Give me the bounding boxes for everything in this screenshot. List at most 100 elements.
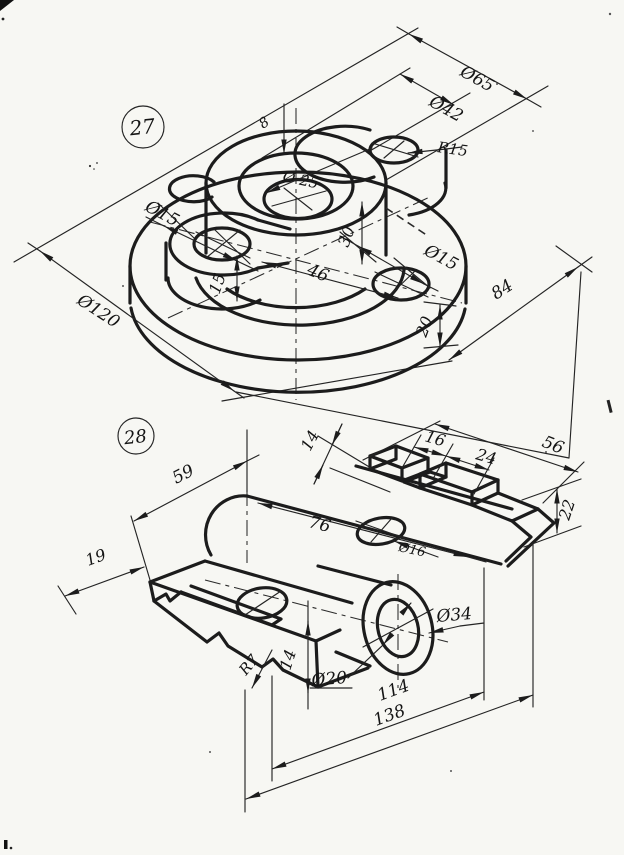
ext-line-d65-right <box>385 85 549 181</box>
cylinder-bore-ellipse <box>375 597 421 659</box>
rail-slot-floor <box>402 470 448 490</box>
speck <box>9 846 13 850</box>
part-27-number: 27 <box>127 114 156 141</box>
speck <box>1 17 5 21</box>
right-face-edges <box>504 507 556 568</box>
dim-59-overshoot <box>246 454 260 462</box>
leader-r7 <box>251 649 273 689</box>
rail-block1-sides <box>368 444 430 483</box>
dim-d120-overshoot <box>27 242 245 399</box>
rail-right-step <box>470 478 540 523</box>
leader-d25 <box>265 147 373 194</box>
plate-right-edges <box>314 628 370 689</box>
dim-line-d15r <box>357 245 425 285</box>
speck <box>88 164 92 168</box>
speck <box>96 162 98 164</box>
plate-front-bevel <box>148 580 320 689</box>
dim-line-d120 <box>39 250 235 392</box>
dim-label-114: 114 <box>375 676 412 706</box>
dim-84-overshoot <box>577 256 593 268</box>
bottom-mark <box>4 840 8 849</box>
leader-r15-tail <box>445 146 463 150</box>
dim-line-d65 <box>408 33 528 100</box>
dim-label-d120: Ø120 <box>72 290 123 333</box>
dim-label-8: 8 <box>256 114 273 132</box>
dim-label-84: 84 <box>488 276 517 305</box>
dim-line-59 <box>133 460 248 522</box>
dim-label-d34: Ø34 <box>435 604 473 627</box>
speck <box>496 83 498 85</box>
dim-line-d42 <box>399 73 455 106</box>
rib-arc <box>203 494 249 557</box>
part-28-balloon-circle <box>117 417 155 455</box>
right-lug-hole-cross <box>371 140 419 159</box>
ext-line-84-top <box>555 245 593 273</box>
dim-label-24: 24 <box>473 444 499 468</box>
leader-r15 <box>407 148 447 155</box>
dim-label-59: 59 <box>169 461 198 489</box>
dim-label-19: 19 <box>83 545 109 570</box>
dim-14a-arrow1 <box>331 423 343 446</box>
dim-d15l-overshoot <box>145 216 259 272</box>
dim-d20-arrow1 <box>382 632 395 646</box>
dim-label-30: 30 <box>334 224 359 250</box>
dim-label-d65: Ø65 <box>456 61 498 96</box>
cylinder-face-diagonal <box>362 608 434 648</box>
plate-hole-cross <box>244 590 282 616</box>
leader-d16 <box>393 540 439 558</box>
speck <box>608 12 612 16</box>
ext-14a <box>317 435 391 493</box>
ext-59 <box>130 429 248 581</box>
dim-label-16: 16 <box>423 427 448 451</box>
ext-d34 <box>459 567 485 701</box>
dim-label-20: 20 <box>412 314 437 341</box>
right-hole-cross <box>374 270 429 298</box>
dim-label-d15r: Ø15 <box>420 240 462 275</box>
dim-label-14b: 14 <box>276 647 300 672</box>
plate-back-edges <box>148 559 354 605</box>
dim-76-overshoot <box>467 556 487 563</box>
inner-hole-cross <box>271 187 327 211</box>
dim-label-56: 56 <box>539 432 567 459</box>
dim-label-d42: Ø42 <box>425 91 467 126</box>
part-28-number: 28 <box>122 426 148 449</box>
hidden-edge <box>385 207 429 237</box>
speck <box>93 168 95 170</box>
cylinder-top-silhouette <box>316 564 393 587</box>
cylinder-bottom-silhouette <box>334 650 372 668</box>
centerline-axis2-27 <box>167 195 433 319</box>
dim-line-56 <box>434 423 579 473</box>
left-lug-top-arc <box>168 211 260 277</box>
corner-mark <box>0 0 14 11</box>
dim-d65-overshoot <box>396 26 542 108</box>
centerline-axis-28 <box>204 579 449 643</box>
right-lug-bottom <box>407 148 448 217</box>
dim-line-d34 <box>428 625 461 634</box>
dim-label-d20: Ø20 <box>310 668 348 691</box>
speck <box>122 285 124 287</box>
speck <box>545 451 547 453</box>
rail-block2-front-bottom <box>418 486 474 507</box>
plate-hole <box>235 586 289 620</box>
dim-label-d16: Ø16 <box>396 540 427 561</box>
speck <box>532 130 534 132</box>
dim-label-22: 22 <box>554 497 579 523</box>
part-27-view: 27 <box>13 26 593 459</box>
ext-line-upper-left <box>13 27 419 263</box>
dim-line-138 <box>245 694 534 800</box>
ext-19 <box>57 585 77 615</box>
dim-line-84 <box>448 266 579 361</box>
dim-line-76 <box>257 502 469 558</box>
dim-label-46: 46 <box>303 260 332 287</box>
dim-label-76: 76 <box>307 512 333 537</box>
leader-d20 <box>309 644 384 689</box>
right-lug-arc <box>293 124 376 184</box>
dim-line-19 <box>64 566 145 597</box>
dim-d15r-overshoot <box>339 235 439 292</box>
scan-artifacts <box>0 0 613 850</box>
dim-line-46 <box>261 261 399 299</box>
dim-label-14a: 14 <box>297 427 323 454</box>
rib-top-edge <box>245 494 503 566</box>
